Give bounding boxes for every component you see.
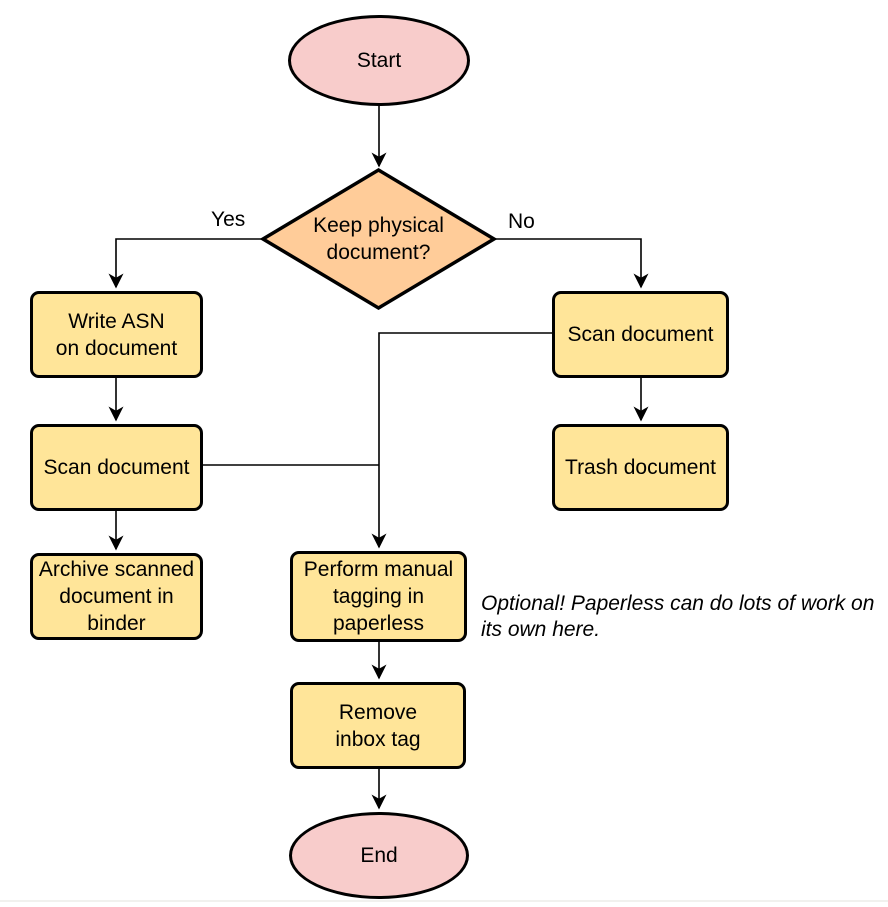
node-archive-scanned-label: Archive scanned document in binder — [38, 558, 195, 635]
node-write-asn-label: Write ASN on document — [55, 309, 178, 360]
node-trash-document: Trash document — [552, 424, 729, 511]
bottom-divider-line — [0, 900, 888, 902]
node-start: Start — [288, 15, 470, 106]
note-optional-paperless: Optional! Paperless can do lots of work … — [481, 592, 875, 641]
node-archive-scanned: Archive scanned document in binder — [30, 553, 203, 640]
node-end: End — [289, 812, 469, 899]
node-start-label: Start — [356, 49, 402, 72]
node-manual-tagging-label: Perform manual tagging in paperless — [303, 558, 454, 635]
node-decision: Keep physical document? — [260, 167, 497, 311]
node-scan-document-left: Scan document — [30, 424, 203, 511]
edge-decision-no-to-scan-right — [494, 238, 649, 289]
node-manual-tagging: Perform manual tagging in paperless — [290, 551, 467, 642]
edge-decision-yes-to-write-asn — [108, 238, 263, 289]
node-trash-document-label: Trash document — [565, 456, 716, 479]
node-end-label: End — [360, 844, 398, 867]
node-scan-document-right-label: Scan document — [567, 323, 714, 346]
edge-label-yes: Yes — [211, 208, 246, 231]
node-remove-inbox-tag-label: Remove inbox tag — [335, 700, 421, 751]
edge-label-no: No — [508, 210, 535, 233]
node-decision-label: Keep physical document? — [313, 214, 444, 264]
edge-scan-right-to-tagging — [371, 332, 552, 549]
node-write-asn: Write ASN on document — [30, 291, 203, 378]
node-scan-document-right: Scan document — [552, 291, 729, 378]
node-scan-document-left-label: Scan document — [43, 456, 190, 479]
decision-diamond-shape — [260, 167, 497, 311]
node-remove-inbox-tag: Remove inbox tag — [290, 682, 466, 769]
